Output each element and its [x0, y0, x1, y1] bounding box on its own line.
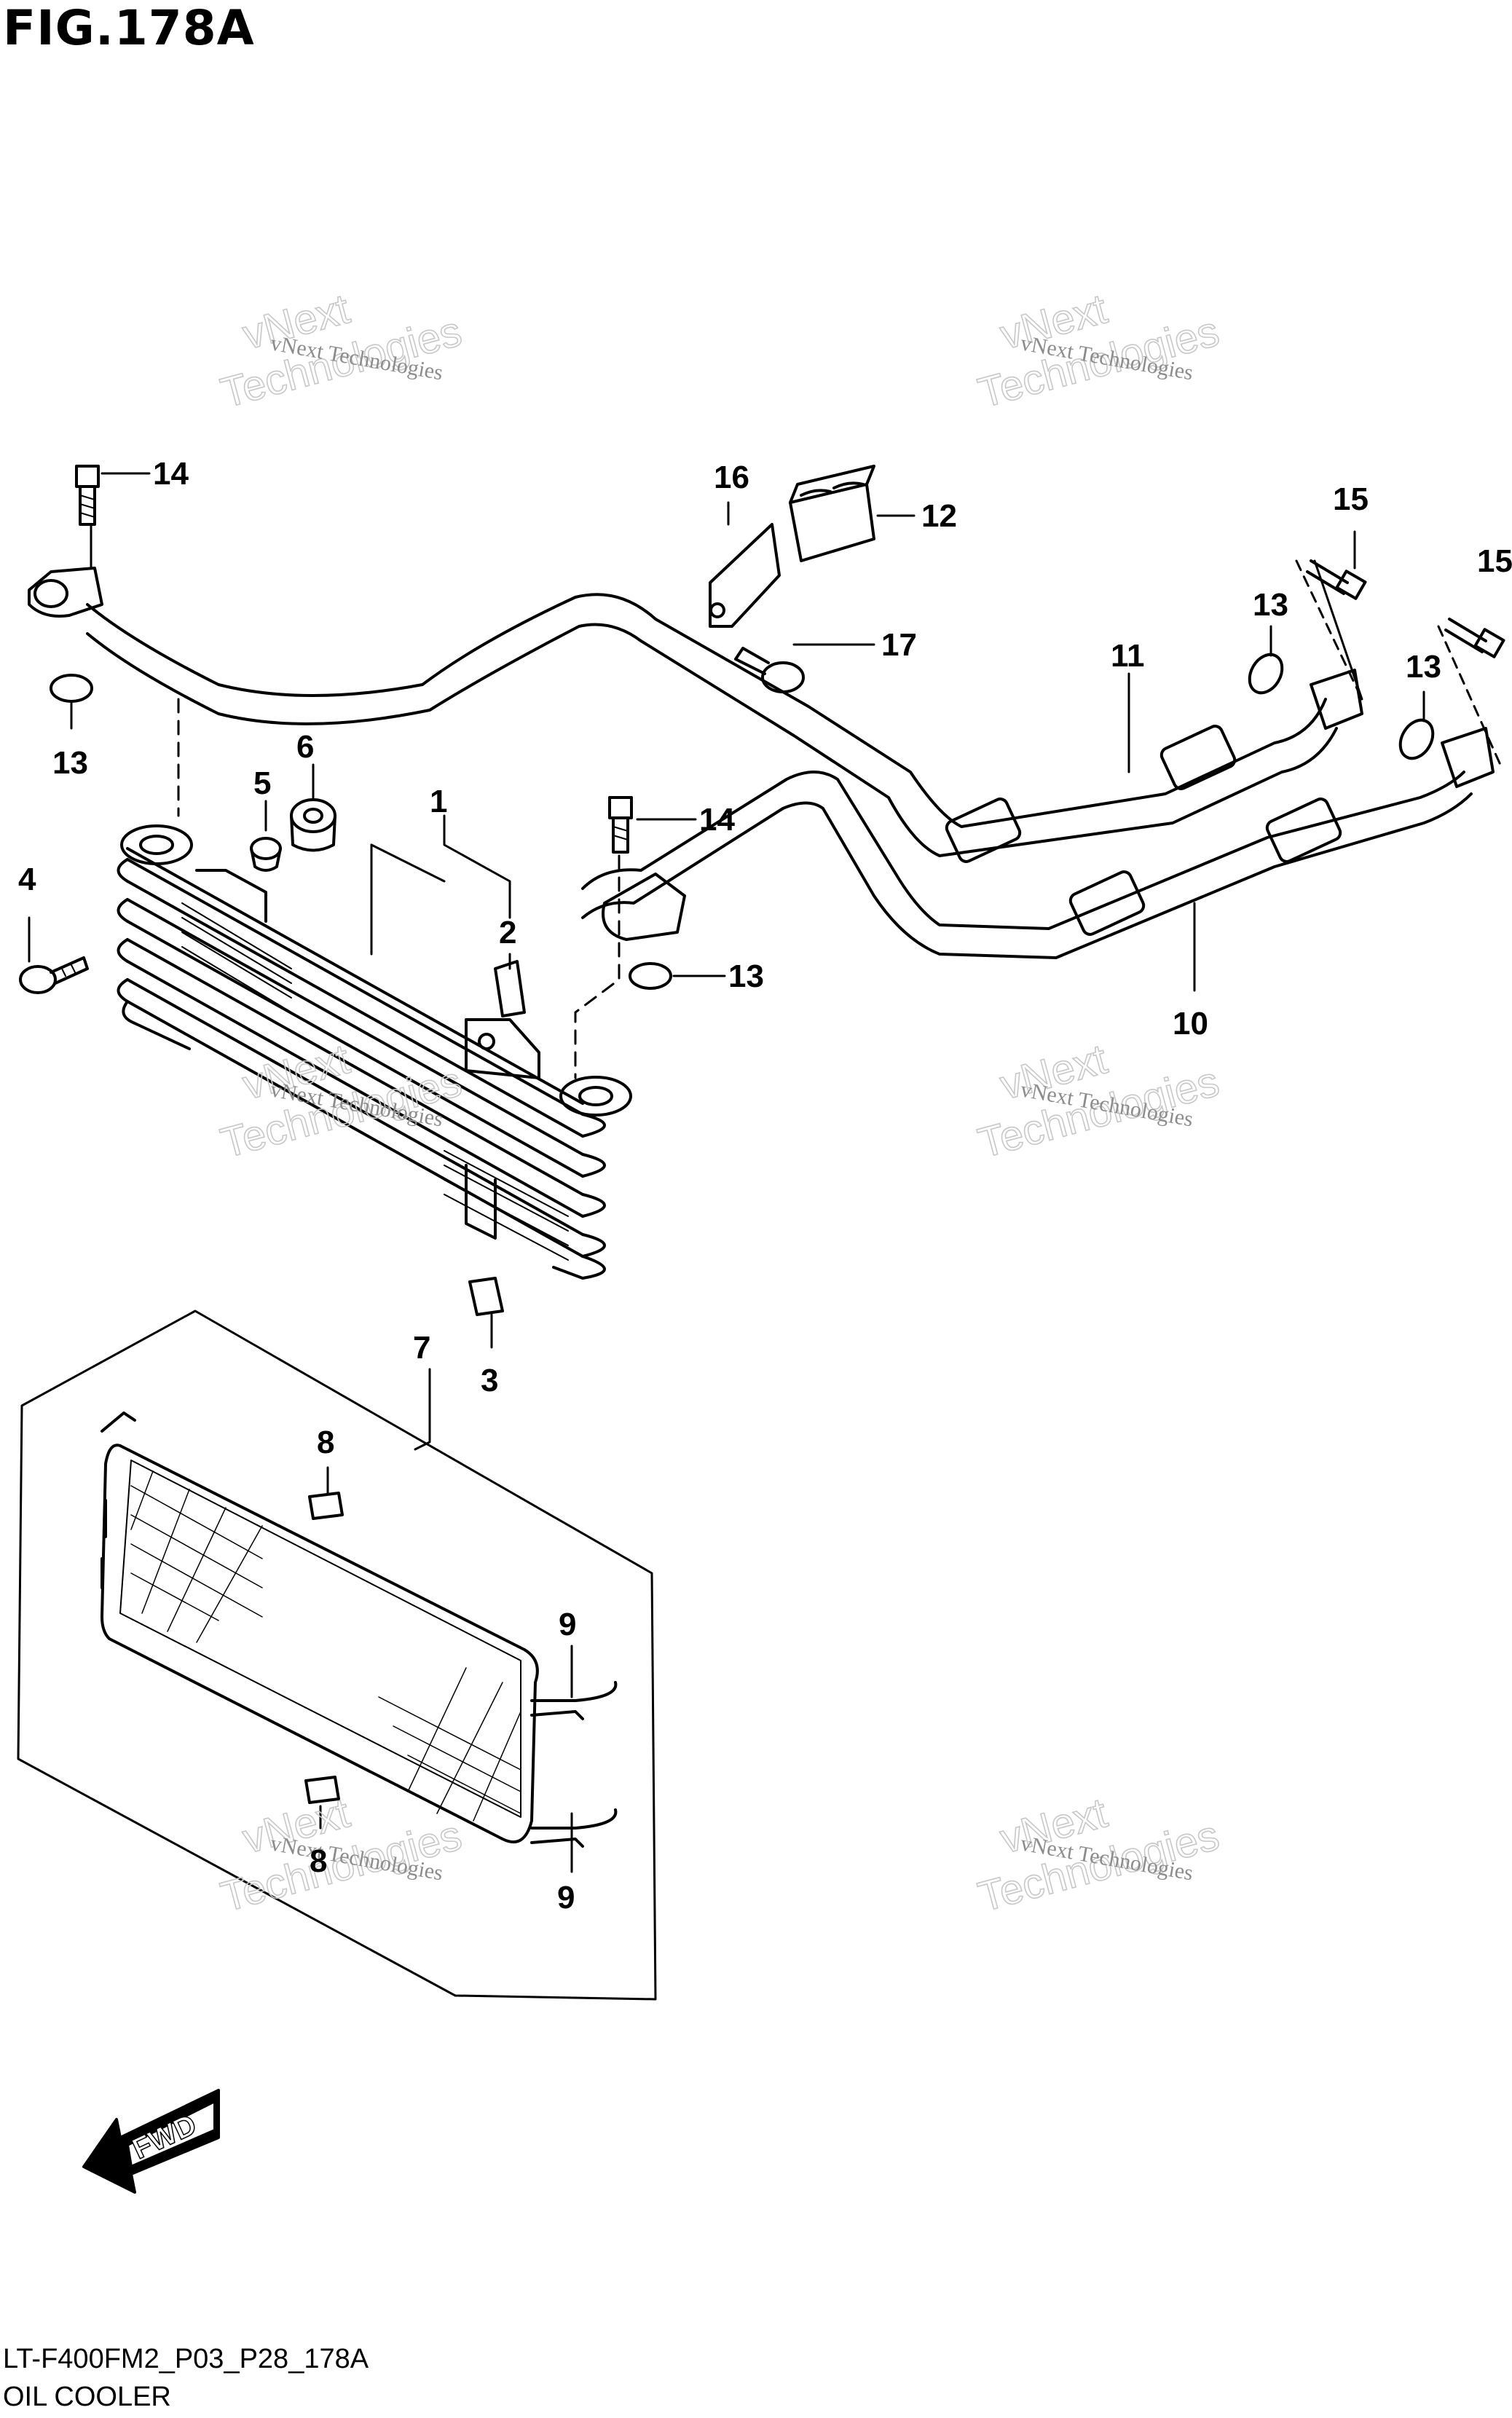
watermark-top-left: vNext Technologies vNext Technologies: [216, 285, 467, 418]
watermark-top-right: vNext Technologies vNext Technologies: [973, 285, 1224, 418]
oil-cooler-core: [117, 824, 632, 1280]
callout-17: 17: [881, 627, 917, 663]
cushion-12: [789, 465, 875, 562]
callout-13d: 13: [1406, 649, 1441, 685]
grommet-6: [290, 798, 336, 852]
o-ring-13-middle: [629, 962, 672, 990]
callout-5: 5: [253, 765, 271, 801]
collar-5: [250, 837, 282, 872]
callout-8a: 8: [317, 1425, 334, 1460]
callout-16: 16: [714, 460, 749, 495]
callout-8b: 8: [310, 1843, 327, 1879]
callout-1: 1: [430, 784, 447, 819]
callout-9b: 9: [557, 1880, 575, 1915]
o-ring-13-right-b: [1398, 718, 1435, 760]
clip-3: [468, 1277, 504, 1316]
callout-14b: 14: [699, 802, 735, 838]
bolt-15-b: [1444, 618, 1505, 658]
o-ring-13-left: [50, 674, 93, 703]
figure-name: OIL COOLER: [3, 2382, 171, 2412]
fwd-arrow: [82, 2089, 220, 2194]
bracket-16: [709, 523, 781, 628]
bolt-17: [734, 647, 805, 693]
callout-13a: 13: [52, 745, 88, 781]
watermark-bottom-left: vNext Technologies vNext Technologies: [216, 1789, 467, 1922]
watermark-bottom-right: vNext Technologies vNext Technologies: [973, 1789, 1224, 1922]
oil-hose-11: [28, 567, 1495, 941]
o-ring-13-right-a: [1248, 653, 1284, 695]
callout-14a: 14: [153, 456, 189, 492]
oil-hose-10: [581, 771, 1473, 959]
bolt-14-middle: [608, 796, 633, 854]
bolt-14-upper: [75, 465, 100, 526]
callout-6: 6: [296, 729, 314, 765]
figure-code: LT-F400FM2_P03_P28_178A: [3, 2344, 369, 2374]
callout-3: 3: [481, 1363, 498, 1398]
callout-15a: 15: [1333, 481, 1369, 517]
callout-7: 7: [413, 1330, 430, 1366]
watermark-mid-right: vNext Technologies vNext Technologies: [973, 1035, 1224, 1168]
callout-13b: 13: [728, 958, 764, 994]
callout-11: 11: [1111, 638, 1145, 674]
bolt-4: [19, 956, 89, 994]
callout-15b: 15: [1477, 543, 1512, 579]
guard-assembly: [17, 1310, 657, 2001]
callout-13c: 13: [1253, 587, 1288, 623]
callout-12: 12: [921, 498, 957, 534]
callout-2: 2: [499, 915, 516, 950]
leader-lines: [28, 472, 1502, 1873]
callout-10: 10: [1173, 1006, 1208, 1041]
callout-4: 4: [18, 862, 36, 897]
bolt-15-a: [1306, 559, 1367, 600]
figure-title: FIG.178A: [3, 0, 255, 56]
callout-9a: 9: [559, 1607, 576, 1642]
